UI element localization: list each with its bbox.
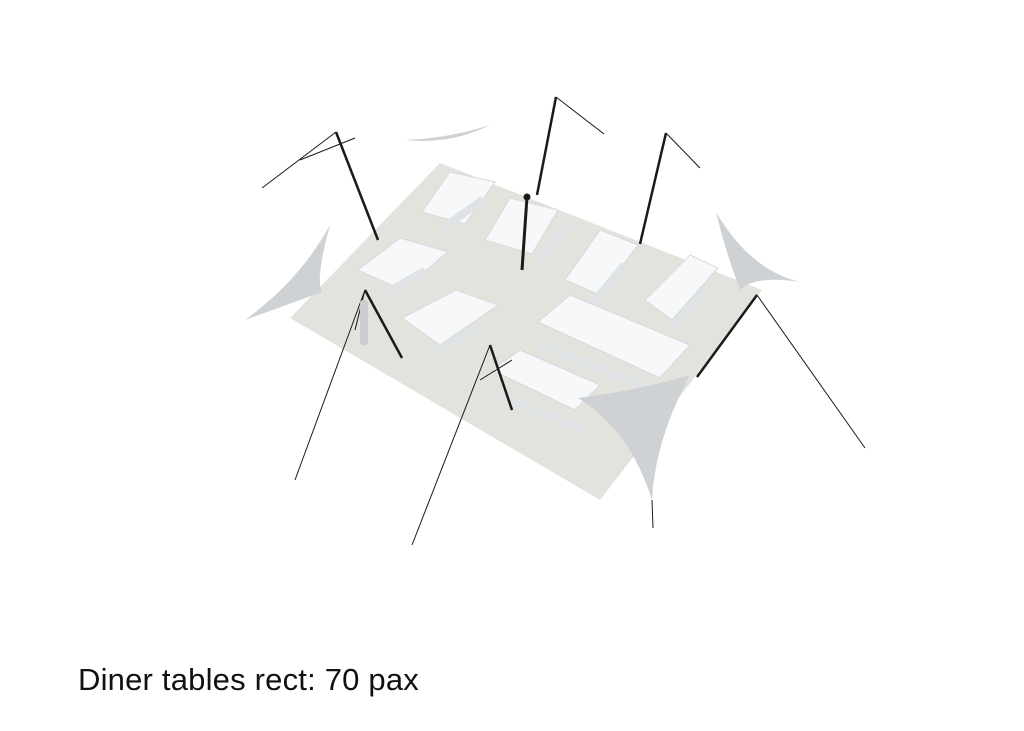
person-figure <box>360 300 368 345</box>
poles-and-guylines <box>261 96 866 546</box>
sail <box>405 125 490 141</box>
table <box>401 289 500 346</box>
sail <box>578 375 690 500</box>
sails <box>245 125 800 500</box>
sail <box>245 225 330 320</box>
table <box>484 197 559 255</box>
table <box>491 349 601 411</box>
sail <box>716 212 800 290</box>
tent-render-illustration <box>245 96 866 546</box>
chairs <box>380 196 709 434</box>
table <box>357 237 450 291</box>
caption-text: Diner tables rect: 70 pax <box>78 662 420 697</box>
dining-tables <box>357 171 719 411</box>
table <box>644 254 719 321</box>
table <box>537 294 691 379</box>
table <box>564 229 639 296</box>
